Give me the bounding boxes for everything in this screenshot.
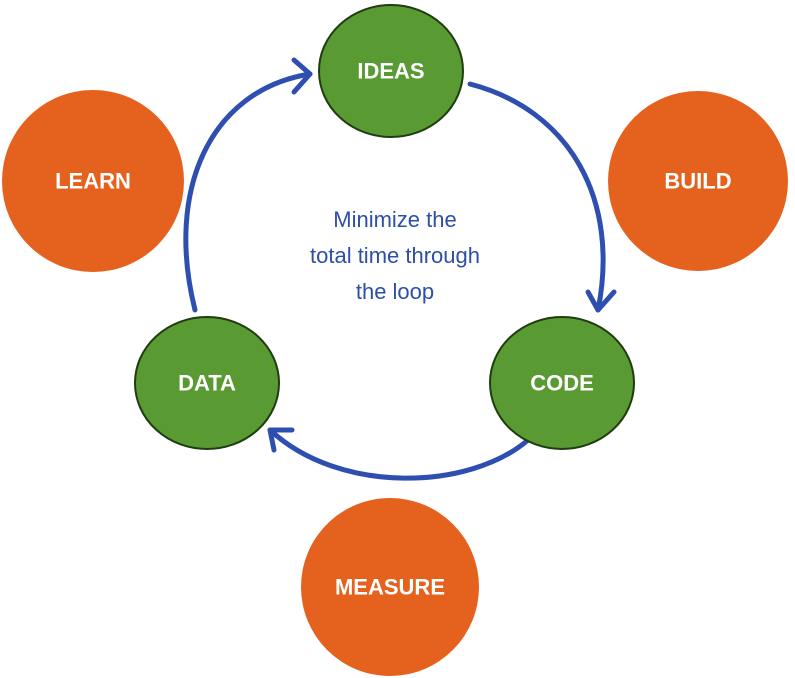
measure-node: MEASURE: [301, 498, 479, 676]
ideas-node: IDEAS: [318, 4, 464, 138]
center-caption-line-2: total time through: [310, 243, 480, 268]
ideas-label: IDEAS: [357, 59, 424, 84]
build-node: BUILD: [608, 91, 788, 271]
center-caption-line-1: Minimize the: [333, 207, 457, 232]
arrow-code-to-data: [267, 427, 531, 481]
data-label: DATA: [178, 371, 236, 396]
build-label: BUILD: [664, 169, 731, 194]
center-caption-line-3: the loop: [355, 279, 435, 304]
code-label: CODE: [530, 371, 594, 396]
learn-node: LEARN: [2, 90, 184, 272]
arrow-data-to-ideas: [183, 71, 313, 313]
measure-label: MEASURE: [335, 575, 445, 600]
center-caption: Minimize the total time through the loop: [265, 202, 525, 310]
arrow-code-to-data-head: [267, 427, 295, 453]
arrow-data-to-ideas-head: [291, 57, 313, 95]
arrow-ideas-to-code-head: [585, 289, 617, 313]
data-node: DATA: [134, 316, 280, 450]
learn-label: LEARN: [55, 169, 131, 194]
code-node: CODE: [489, 316, 635, 450]
arrow-ideas-to-code: [467, 81, 606, 313]
